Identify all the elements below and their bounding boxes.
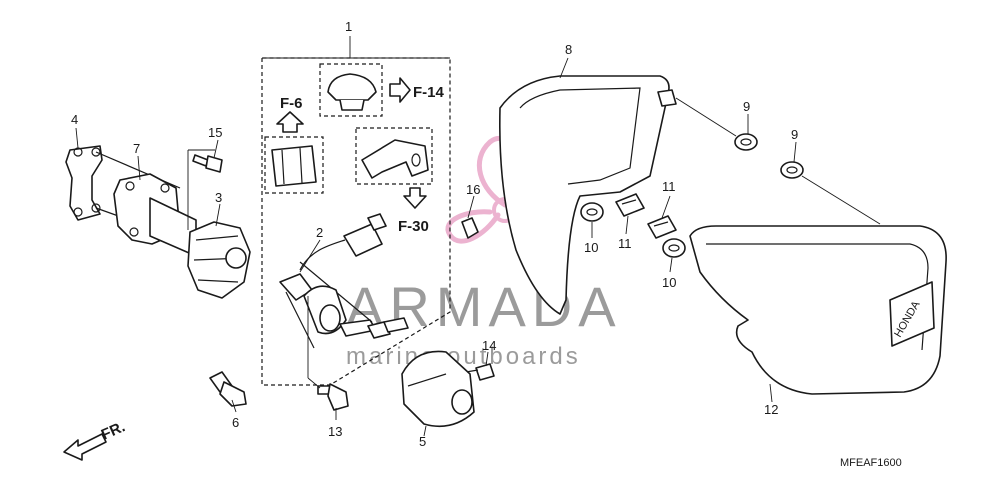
- callout-12: 12: [764, 402, 778, 417]
- callout-4: 4: [71, 112, 78, 127]
- front-label: FR.: [99, 418, 128, 443]
- diagram-code: MFEAF1600: [840, 457, 902, 469]
- callout-5: 5: [419, 434, 426, 449]
- callout-3: 3: [215, 190, 222, 205]
- part-15-bolt: [192, 154, 223, 173]
- sub-part-f30: F-30: [355, 127, 433, 235]
- callout-8: 8: [565, 42, 572, 57]
- callout-14: 14: [482, 338, 496, 353]
- callout-10-left: 10: [584, 240, 598, 255]
- callout-1: 1: [345, 19, 352, 34]
- callout-7: 7: [133, 141, 140, 156]
- part-9-grommets: [734, 133, 881, 225]
- sub-part-f14: F-14: [319, 63, 445, 117]
- sub-part-f6: F-6: [264, 95, 324, 194]
- part-6-key: [209, 371, 247, 407]
- callout-2: 2: [316, 225, 323, 240]
- ref-f14: F-14: [413, 84, 445, 101]
- part-8-side-frame: [499, 75, 737, 315]
- callout-11-lower: 11: [618, 236, 632, 251]
- callout-6: 6: [232, 415, 239, 430]
- callout-numbers: 1 2 3 4 5 6 7 8 9 9 10 10 11 11 12 13 14…: [71, 19, 798, 449]
- part-10-grommets: [580, 202, 686, 258]
- callout-15: 15: [208, 125, 222, 140]
- watermark-tagline: marine outboards: [346, 343, 581, 370]
- part-11-rubbers: [615, 193, 677, 239]
- callout-10-right: 10: [662, 275, 676, 290]
- ref-f6: F-6: [280, 95, 303, 112]
- part-13-bolt: [317, 383, 349, 411]
- assembly-1-box: [261, 36, 451, 386]
- ref-f30: F-30: [398, 218, 429, 235]
- callout-11-upper: 11: [662, 179, 676, 194]
- part-16-clip: [461, 217, 479, 239]
- callout-9-top: 9: [743, 99, 750, 114]
- part-3-switch-body: [187, 221, 251, 299]
- part-12-side-cover: HONDA: [689, 225, 947, 395]
- leader-lines: [75, 57, 797, 437]
- part-5-cover: [401, 350, 475, 428]
- callout-16: 16: [466, 182, 480, 197]
- front-direction-arrow: FR.: [63, 418, 128, 461]
- part-2-ignition-switch: [279, 213, 409, 349]
- callout-13: 13: [328, 424, 342, 439]
- callout-9-right: 9: [791, 127, 798, 142]
